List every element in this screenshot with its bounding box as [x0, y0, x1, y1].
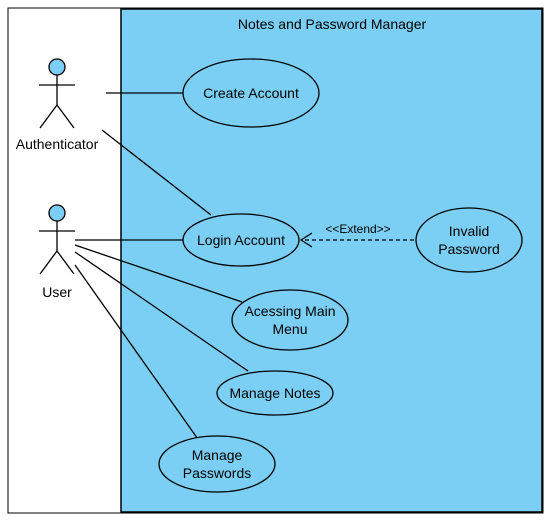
use-case-login-account-label: Login Account: [197, 232, 285, 248]
use-case-accessing-main-menu-ellipse: [231, 289, 349, 351]
assoc-user-manage-notes: [74, 251, 249, 372]
system-title: Notes and Password Manager: [238, 16, 427, 32]
assoc-user-accessing-main-menu: [74, 244, 243, 303]
use-case-login-account: Login Account: [182, 213, 300, 267]
actor-user-leg-left: [39, 250, 58, 275]
use-case-manage-notes-ellipse: [216, 370, 334, 416]
use-case-create-account-label: Create Account: [203, 85, 299, 101]
use-case-login-account-ellipse: [182, 213, 300, 267]
actor-authenticator: [39, 58, 75, 129]
use-case-manage-passwords-label-line1: Manage: [192, 447, 243, 463]
actor-authenticator-leg-right: [56, 104, 75, 129]
actor-authenticator-leg-left: [39, 104, 58, 129]
actor-authenticator-label: Authenticator: [16, 136, 99, 152]
actor-authenticator-head: [48, 58, 66, 76]
use-case-manage-passwords: Manage Passwords: [158, 435, 276, 493]
use-case-manage-notes-label: Manage Notes: [229, 385, 320, 401]
assoc-user-manage-passwords: [74, 264, 201, 443]
use-case-create-account-ellipse: [182, 58, 320, 128]
use-case-invalid-password-label-line2: Password: [438, 241, 499, 257]
use-case-accessing-main-menu-label-line2: Menu: [272, 321, 307, 337]
extend-arrowhead: [299, 232, 313, 248]
associations: [74, 92, 249, 443]
actor-user-head: [48, 204, 66, 222]
use-case-invalid-password-ellipse: [415, 207, 523, 273]
extend-relation: <<Extend>>: [299, 222, 414, 248]
extend-label: <<Extend>>: [325, 222, 390, 236]
use-case-manage-notes: Manage Notes: [216, 370, 334, 416]
use-case-manage-passwords-label-line2: Passwords: [183, 465, 251, 481]
use-case-accessing-main-menu: Acessing Main Menu: [231, 289, 349, 351]
use-case-invalid-password-label-line1: Invalid: [449, 223, 489, 239]
use-case-accessing-main-menu-label-line1: Acessing Main: [244, 303, 335, 319]
assoc-authenticator-login-account: [101, 129, 212, 216]
actor-user-leg-right: [56, 250, 75, 275]
use-case-manage-passwords-ellipse: [158, 435, 276, 493]
actor-user: [39, 204, 75, 275]
actor-user-label: User: [42, 284, 72, 300]
use-case-create-account: Create Account: [182, 58, 320, 128]
use-case-invalid-password: Invalid Password: [415, 207, 523, 273]
